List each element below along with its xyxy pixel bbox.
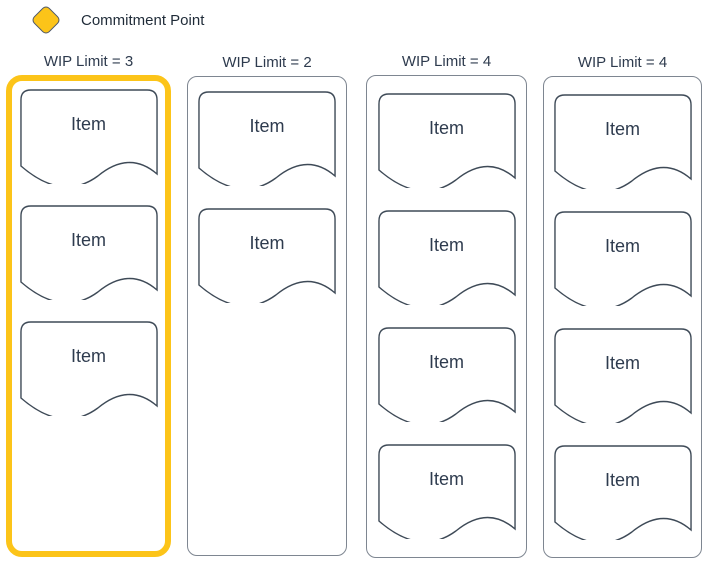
column-4: WIP Limit = 4 Item Item Item Item xyxy=(543,54,702,558)
column-4-box: Item Item Item Item xyxy=(543,76,702,558)
document-shape-icon xyxy=(197,207,337,303)
work-item-card: Item xyxy=(553,444,693,540)
work-item-label: Item xyxy=(428,469,464,489)
work-item-card: Item xyxy=(19,320,159,416)
work-item-card: Item xyxy=(377,92,517,188)
work-item-card: Item xyxy=(19,204,159,300)
column-2-header: WIP Limit = 2 xyxy=(222,54,312,71)
work-item-label: Item xyxy=(604,470,640,490)
column-4-header: WIP Limit = 4 xyxy=(577,54,668,71)
column-2: WIP Limit = 2 Item Item xyxy=(187,54,347,556)
work-item-card: Item xyxy=(19,88,159,184)
work-item-label: Item xyxy=(70,114,106,134)
document-shape-icon xyxy=(377,92,517,188)
document-shape-icon xyxy=(377,326,517,422)
document-shape-icon xyxy=(553,93,693,189)
document-shape-icon xyxy=(19,320,159,416)
column-1-commitment-box: Item Item Item xyxy=(6,75,171,557)
document-shape-icon xyxy=(19,204,159,300)
document-shape-icon xyxy=(553,210,693,306)
column-2-box: Item Item xyxy=(187,76,347,556)
work-item-card: Item xyxy=(553,93,693,189)
document-shape-icon xyxy=(553,327,693,423)
work-item-label: Item xyxy=(249,116,285,136)
work-item-card: Item xyxy=(377,326,517,422)
document-shape-icon xyxy=(377,209,517,305)
document-shape-icon xyxy=(197,90,337,186)
work-item-label: Item xyxy=(70,230,106,250)
commitment-point-diamond-icon xyxy=(30,4,62,36)
work-item-label: Item xyxy=(604,353,640,373)
work-item-label: Item xyxy=(70,346,106,366)
column-1: WIP Limit = 3 Item Item Item xyxy=(6,53,171,557)
work-item-label: Item xyxy=(604,236,640,256)
work-item-card: Item xyxy=(377,443,517,539)
work-item-card: Item xyxy=(377,209,517,305)
column-3: WIP Limit = 4 Item Item Item Item xyxy=(366,53,527,558)
work-item-card: Item xyxy=(197,207,337,303)
document-shape-icon xyxy=(19,88,159,184)
document-shape-icon xyxy=(377,443,517,539)
column-3-header: WIP Limit = 4 xyxy=(401,53,492,70)
work-item-label: Item xyxy=(604,119,640,139)
legend: Commitment Point xyxy=(30,4,205,36)
work-item-card: Item xyxy=(553,327,693,423)
work-item-label: Item xyxy=(428,352,464,372)
work-item-label: Item xyxy=(428,235,464,255)
work-item-label: Item xyxy=(428,118,464,138)
legend-label: Commitment Point xyxy=(81,11,205,29)
work-item-card: Item xyxy=(553,210,693,306)
column-1-header: WIP Limit = 3 xyxy=(43,53,134,70)
work-item-card: Item xyxy=(197,90,337,186)
work-item-label: Item xyxy=(249,233,285,253)
column-3-box: Item Item Item Item xyxy=(366,75,527,558)
document-shape-icon xyxy=(553,444,693,540)
